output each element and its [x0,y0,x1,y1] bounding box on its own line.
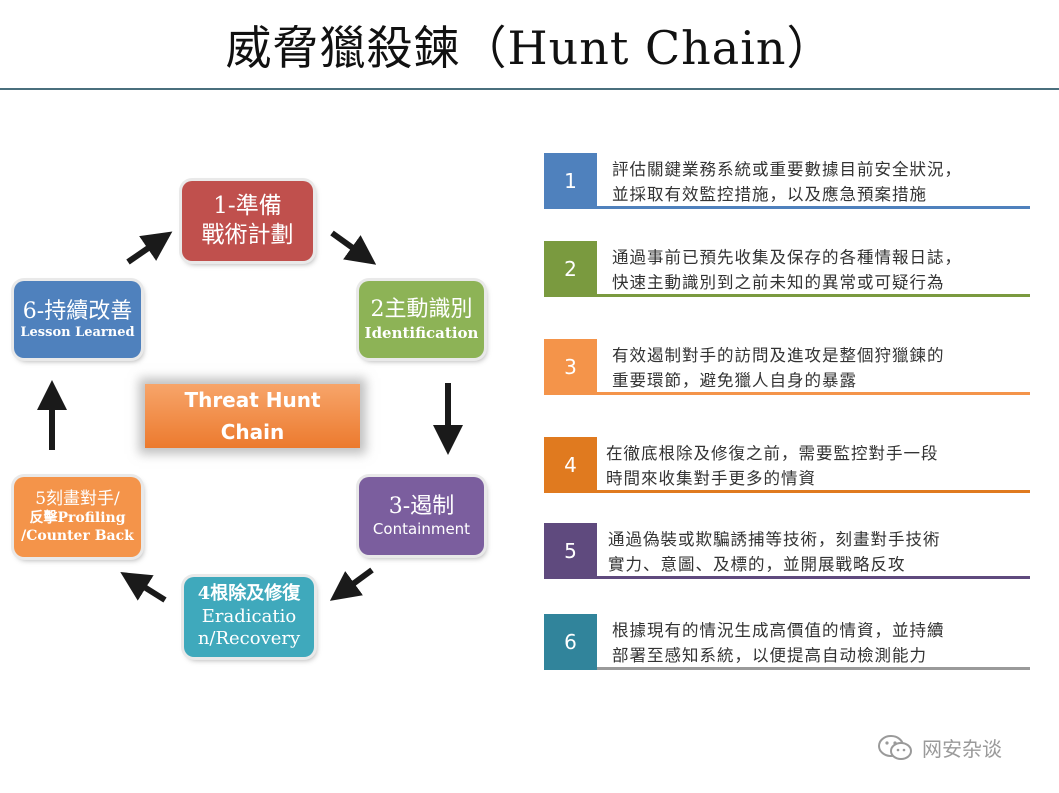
step-badge-6: 6 [544,614,597,670]
step-underline-6 [597,667,1030,670]
step-text-4: 在徹底根除及修復之前，需要監控對手一段 時間來收集對手更多的情資 [606,441,1024,491]
node-5-line1: 5刻畫對手/ [35,488,120,509]
step-1-line1: 評估關鍵業務系統或重要數據目前安全狀況， [612,160,962,179]
arrow-6-to-1 [126,231,173,265]
step-badge-1: 1 [544,153,597,209]
step-6-line2: 部署至感知系統，以便提高自动檢測能力 [612,646,927,665]
step-badge-4: 4 [544,437,597,493]
node-3-line2: Containment [372,520,471,539]
node-5-profiling: 5刻畫對手/ 反擊Profiling /Counter Back [14,477,141,557]
arrow-4-to-5 [120,572,167,603]
node-1-line1: 1-準備 [213,193,282,220]
node-6-lessons: 6-持續改善 Lesson Learned [14,281,141,358]
step-row-2: 2 通過事前已預先收集及保存的各種情報日誌， 快速主動識別到之前未知的異常或可疑… [544,241,1030,297]
node-4-line1: 4根除及修復 [197,583,301,605]
node-6-line1: 6-持續改善 [22,298,133,324]
step-row-3: 3 有效遏制對手的訪問及進攻是整個狩獵鍊的 重要環節，避免獵人自身的暴露 [544,339,1030,395]
node-3-line1: 3-遏制 [388,493,455,519]
step-underline-3 [597,392,1030,395]
step-row-6: 6 根據現有的情況生成高價值的情資，並持續 部署至感知系統，以便提高自动檢測能力 [544,614,1030,670]
step-badge-2: 2 [544,241,597,297]
step-text-6: 根據現有的情況生成高價值的情資，並持續 部署至感知系統，以便提高自动檢測能力 [612,618,1024,668]
watermark-text: 网安杂谈 [922,736,1002,761]
step-underline-5 [597,576,1030,579]
step-2-line1: 通過事前已預先收集及保存的各種情報日誌， [612,248,962,267]
cycle-arrows [37,230,463,603]
arrow-1-to-2 [330,230,377,265]
step-underline-2 [597,294,1030,297]
node-2-identification: 2主動識別 Identification [359,281,484,358]
node-5-line2: 反擊Profiling [29,510,126,527]
step-text-3: 有效遏制對手的訪問及進攻是整個狩獵鍊的 重要環節，避免獵人自身的暴露 [612,343,1024,393]
node-5-line3: /Counter Back [21,527,134,544]
step-row-4: 4 在徹底根除及修復之前，需要監控對手一段 時間來收集對手更多的情資 [544,437,1030,493]
step-4-line2: 時間來收集對手更多的情資 [606,469,816,488]
arrow-3-to-4 [329,567,374,601]
wechat-icon [878,735,912,760]
step-6-line1: 根據現有的情況生成高價值的情資，並持續 [612,621,945,640]
node-4-line3: n/Recovery [197,628,301,650]
step-5-line2: 實力、意圖、及標的，並開展戰略反攻 [608,555,906,574]
step-2-line2: 快速主動識別到之前未知的異常或可疑行為 [612,273,945,292]
step-underline-4 [597,490,1030,493]
title-divider [0,88,1059,90]
node-1-line2: 戰術計劃 [201,222,294,248]
node-1-prepare: 1-準備 戰術計劃 [182,181,313,261]
watermark: 网安杂谈 [876,732,1002,762]
step-4-line1: 在徹底根除及修復之前，需要監控對手一段 [606,444,939,463]
node-4-line2: Eradicatio [201,605,297,627]
node-2-line1: 2主動識別 [370,297,473,323]
node-6-line2: Lesson Learned [20,325,135,341]
step-text-1: 評估關鍵業務系統或重要數據目前安全狀況， 並採取有效監控措施，以及應急預案措施 [612,157,1024,207]
step-badge-5: 5 [544,523,597,579]
step-row-1: 1 評估關鍵業務系統或重要數據目前安全狀況， 並採取有效監控措施，以及應急預案措… [544,153,1030,209]
step-row-5: 5 通過偽裝或欺騙誘捕等技術，刻畫對手技術 實力、意圖、及標的，並開展戰略反攻 [544,523,1030,579]
center-line1: Threat Hunt [184,388,321,412]
step-badge-3: 3 [544,339,597,395]
step-5-line1: 通過偽裝或欺騙誘捕等技術，刻畫對手技術 [608,530,941,549]
step-1-line2: 並採取有效監控措施，以及應急預案措施 [612,185,927,204]
step-3-line1: 有效遏制對手的訪問及進攻是整個狩獵鍊的 [612,346,945,365]
step-text-2: 通過事前已預先收集及保存的各種情報日誌， 快速主動識別到之前未知的異常或可疑行為 [612,245,1024,295]
node-4-eradication: 4根除及修復 Eradicatio n/Recovery [184,577,314,657]
step-underline-1 [597,206,1030,209]
step-3-line2: 重要環節，避免獵人自身的暴露 [612,371,857,390]
step-text-5: 通過偽裝或欺騙誘捕等技術，刻畫對手技術 實力、意圖、及標的，並開展戰略反攻 [608,527,1024,577]
page-title: 威脅獵殺鍊（Hunt Chain） [225,21,834,75]
center-threat-hunt-chain: Threat Hunt Chain [145,384,360,448]
node-3-containment: 3-遏制 Containment [359,477,484,555]
center-line2: Chain [220,420,285,444]
node-2-line2: Identification [364,323,479,342]
